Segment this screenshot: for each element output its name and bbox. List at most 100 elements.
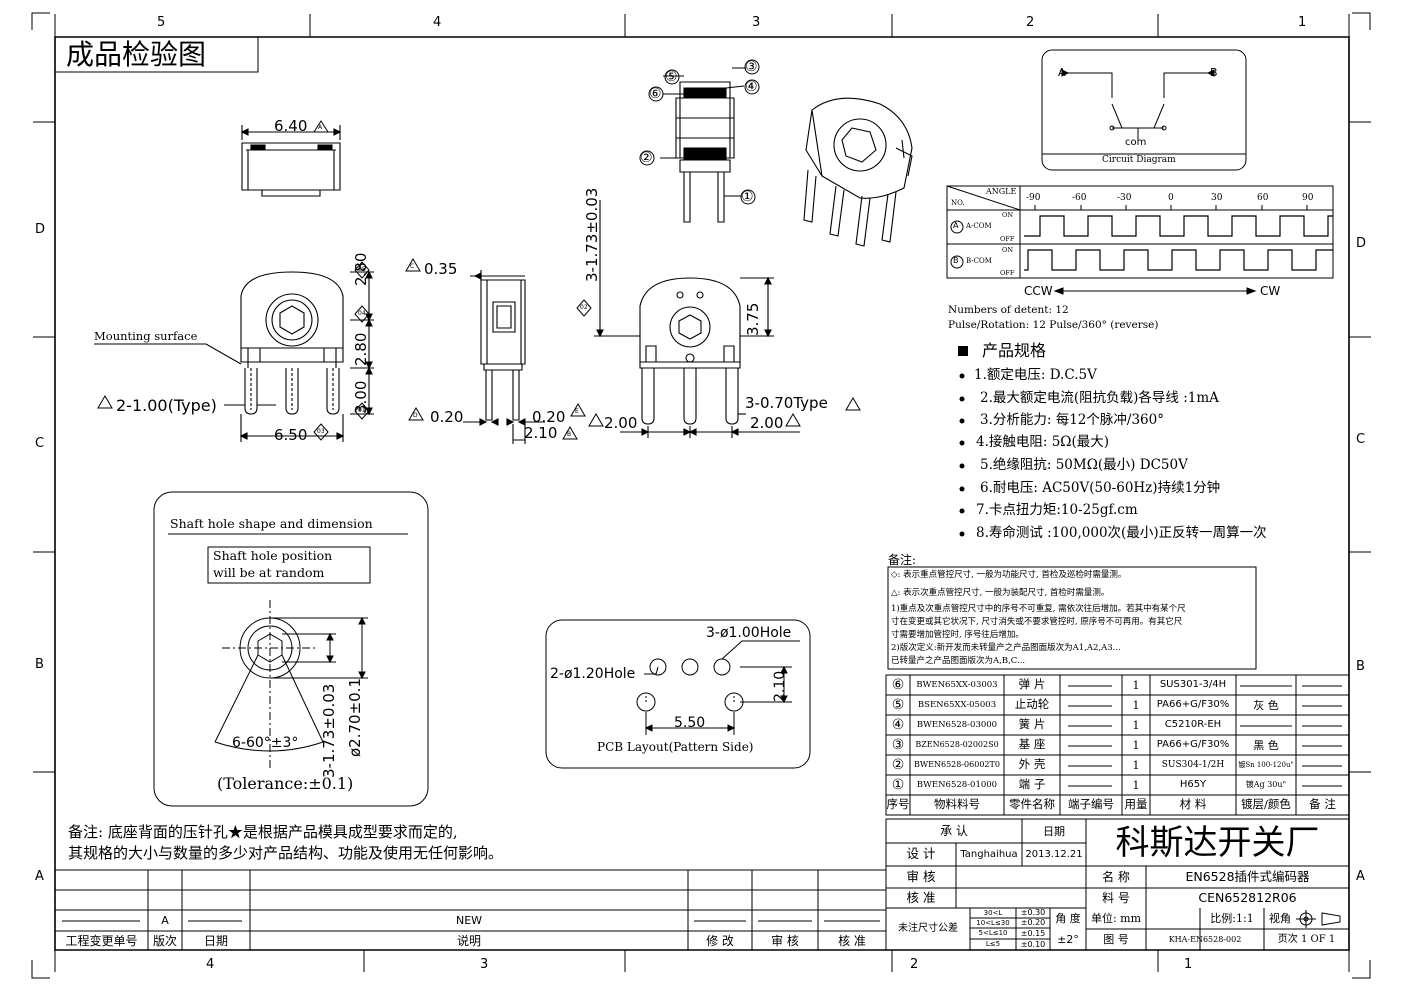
notes-line-6: 2)版次定义:新开发而未转量产之产品图面版次为A1,A2,A3... — [891, 643, 1121, 653]
tb-view-label: 视角 — [1269, 912, 1291, 925]
tb-tol-range: 30<L — [983, 908, 1003, 917]
wave-row-b-label: B-COM — [966, 257, 992, 265]
dim-pin-0-70: 3-0.70Type — [745, 394, 828, 412]
zone-top-4: 4 — [433, 15, 442, 30]
revision-header-cell: 核 准 — [838, 933, 866, 948]
zone-left-d: D — [35, 222, 46, 237]
bom-row-material: PA66+G/F30% — [1156, 739, 1230, 750]
bom-row-name: 基 座 — [1018, 737, 1046, 752]
wave-tick-0: 0 — [1168, 193, 1174, 203]
circuit-a-label: A — [1058, 66, 1066, 79]
bom-row-material: PA66+G/F30% — [1156, 699, 1230, 710]
bom-row-code: BWEN6528-06002T0 — [914, 760, 1000, 769]
bom-row-material: C5210R-EH — [1164, 719, 1222, 730]
tb-unit: 单位: mm — [1090, 912, 1142, 925]
bom-row-name: 端 子 — [1018, 777, 1046, 792]
bom-header-cell: 物料料号 — [934, 797, 980, 812]
bom-row-qty: 1 — [1132, 678, 1140, 692]
dim-top-width: 6.40 — [274, 117, 308, 135]
shaft-angle: 6-60°±3° — [232, 735, 299, 751]
iso-view — [804, 98, 912, 246]
revision-header-cell: 修 改 — [706, 933, 734, 948]
wave-tick-m90: -90 — [1026, 193, 1041, 203]
spec-item-5: 5.绝缘阻抗: 50MΩ(最小) DC50V — [980, 457, 1188, 473]
bom-row-qty: 1 — [1132, 718, 1140, 732]
tb-tol-value: ±0.15 — [1020, 928, 1046, 938]
revision-version: A — [161, 914, 169, 927]
notes-line-5: 寸需要增加管控时, 序号往后增加。 — [891, 630, 1024, 640]
zone-top-1: 1 — [1298, 15, 1307, 30]
tb-design-label: 设 计 — [906, 846, 936, 862]
zone-right-d: D — [1356, 236, 1367, 251]
bom-row-no: ④ — [891, 717, 905, 733]
zone-bottom-2: 2 — [910, 957, 919, 972]
tb-scale: 比例:1:1 — [1210, 912, 1254, 925]
dim-vert-1-73: 3-1.73±0.03 — [583, 187, 601, 282]
dim-front-2-00-a: 2.00 — [604, 414, 638, 432]
tb-tol-value: ±0.30 — [1020, 908, 1046, 917]
revision-header-cell: 版次 — [152, 933, 177, 948]
symbol-b: B — [567, 431, 572, 438]
pcb-layout-frame — [546, 620, 810, 768]
tb-designer: Tanghaihua — [960, 848, 1018, 860]
section-view — [660, 68, 746, 222]
wave-on-a: ON — [1002, 211, 1014, 219]
bom-header-cell: 材 料 — [1179, 797, 1207, 812]
tb-name-label: 名 称 — [1102, 870, 1130, 884]
bom-header-cell: 端子编号 — [1068, 797, 1114, 812]
callout-5: ⑤ — [665, 69, 678, 85]
bottom-note-line-2: 其规格的大小与数量的多少对产品结构、功能及使用无任何影响。 — [68, 844, 504, 862]
tb-tolerance-label: 未注尺寸公差 — [898, 923, 958, 934]
dim-side-0-35: 0.35 — [424, 260, 458, 278]
tb-check-label: 审 核 — [906, 868, 936, 884]
revision-header-cell: 说明 — [456, 933, 481, 948]
wave-cw-label: CW — [1260, 284, 1281, 298]
zone-left-a: A — [35, 869, 44, 884]
tb-tol-range: L≤5 — [985, 940, 1001, 948]
bom-row-no: ⑥ — [891, 677, 905, 693]
waveform-frame — [947, 186, 1333, 294]
pcb-dim-2: 5.50 — [674, 715, 706, 731]
shaft-title: Shaft hole shape and dimension — [170, 516, 373, 531]
shaft-hole-frame — [154, 492, 428, 806]
wave-row-b-no: B — [953, 256, 959, 265]
bom-row-name: 外 壳 — [1018, 757, 1046, 772]
bom-row-material: H65Y — [1179, 779, 1207, 790]
tb-company: 科斯达开关厂 — [1115, 822, 1320, 863]
bom-grid — [886, 675, 1349, 815]
notes-line-7: 已转量产之产品图面版次为A,B,C... — [891, 656, 1026, 666]
tb-part-value: CEN652812R06 — [1198, 889, 1297, 905]
revision-header-cell: 日期 — [203, 933, 228, 948]
spec-heading: 产品规格 — [982, 341, 1047, 360]
spec-bullets — [958, 346, 968, 537]
bom-row-name: 簧 片 — [1018, 717, 1046, 732]
zone-right-b: B — [1356, 659, 1365, 674]
drawing-title: 成品检验图 — [66, 38, 207, 71]
tb-tol-range: 10<L≤30 — [976, 918, 1010, 927]
pcb-caption: PCB Layout(Pattern Side) — [597, 740, 754, 754]
wave-off-b: OFF — [1000, 269, 1015, 277]
shaft-note-line-1: Shaft hole position — [213, 548, 333, 563]
symbol-a: A — [318, 124, 323, 131]
circuit-diagram-frame — [1042, 50, 1246, 170]
dim-front-3-75: 3.75 — [744, 302, 762, 336]
circuit-b-label: B — [1210, 66, 1218, 79]
pcb-hole-1: 3-ø1.00Hole — [706, 625, 792, 641]
tb-drawing-number: KHA-EN6528-002 — [1168, 934, 1242, 944]
tb-approve: 承 认 — [940, 824, 968, 838]
notes-line-4: 寸在变更或其它状况下, 尺寸消失或不要求管控时, 原序号不可再用。有其它尺 — [891, 617, 1183, 627]
bom-row-code: BZEN6528-02002S0 — [915, 740, 999, 749]
callout-circles — [640, 60, 759, 204]
callout-2: ② — [640, 150, 653, 166]
spec-item-8: 8.寿命测试 :100,000次(最小)正反转一周算一次 — [976, 525, 1267, 541]
zone-top-2: 2 — [1026, 15, 1035, 30]
symbol-03: 03 — [317, 428, 325, 435]
callout-3: ③ — [745, 59, 758, 75]
bom-header-cell: 用量 — [1124, 797, 1148, 812]
notes-box — [888, 567, 1256, 669]
spec-item-3: 3.分析能力: 每12个脉冲/360° — [980, 412, 1164, 428]
symbol-01: 01 — [358, 407, 366, 414]
bom-row-code: BWEN6528-01000 — [916, 779, 998, 790]
zone-bottom-1: 1 — [1184, 957, 1193, 972]
bom-header-cell: 镀层/颜色 — [1241, 797, 1291, 812]
